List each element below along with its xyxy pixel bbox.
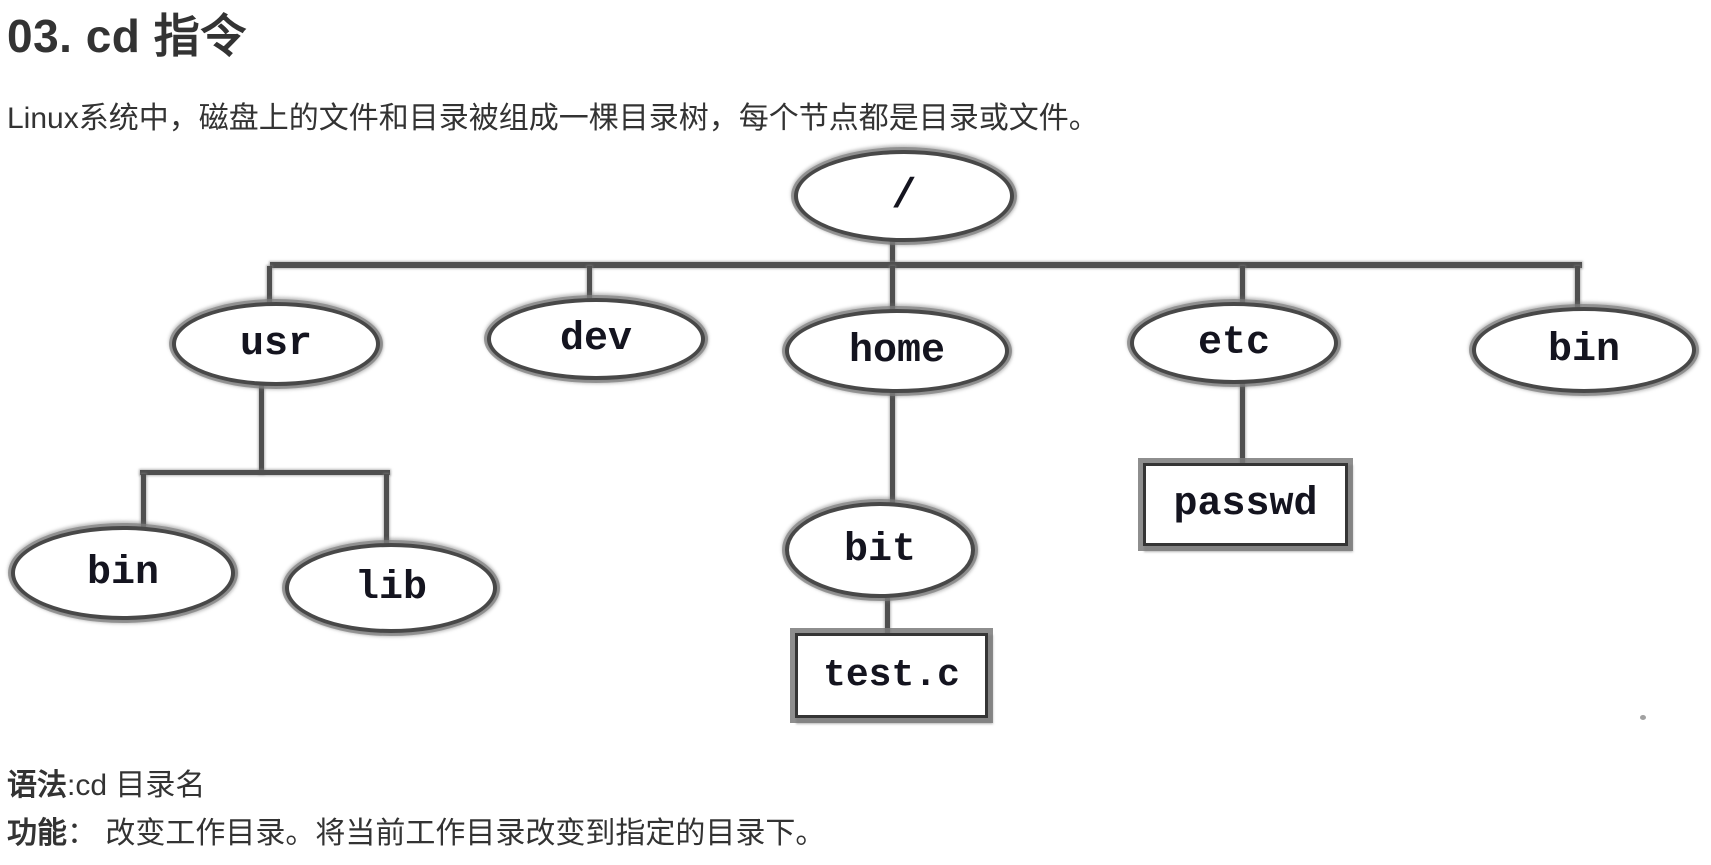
tree-node-home-label: home — [848, 328, 945, 374]
tree-node-lib: lib — [285, 543, 497, 633]
tree-node-bin-under-usr: bin — [11, 526, 235, 620]
connector-drop-usr-lib — [384, 474, 389, 546]
tree-node-passwd-label: passwd — [1173, 482, 1318, 527]
tree-node-dev-label: dev — [559, 316, 632, 362]
connector-home-bit — [890, 382, 895, 504]
connector-drop-usr-bin — [141, 474, 146, 529]
tree-node-bit: bit — [785, 502, 975, 598]
tree-node-lib-label: lib — [354, 565, 427, 611]
syntax-text: :cd 目录名 — [67, 769, 206, 802]
syntax-label: 语法 — [7, 769, 67, 802]
function-text: ： 改变工作目录。将当前工作目录改变到指定的目录下。 — [67, 817, 826, 850]
tree-node-passwd: passwd — [1143, 463, 1348, 546]
connector-main-rail — [270, 262, 1582, 268]
tree-node-home: home — [785, 309, 1009, 393]
tree-node-testc-label: test.c — [823, 654, 960, 697]
connector-drop-usr — [267, 266, 272, 306]
page-title: 03. cd 指令 — [7, 10, 247, 62]
tree-node-usr-label: usr — [239, 321, 312, 367]
function-label: 功能 — [7, 817, 67, 850]
connector-root-stem — [890, 230, 895, 266]
connector-bit-testc — [885, 588, 890, 636]
connector-drop-etc — [1240, 266, 1245, 306]
tree-node-root: / — [794, 150, 1014, 242]
function-line: 功能： 改变工作目录。将当前工作目录改变到指定的目录下。 — [7, 808, 825, 852]
intro-paragraph: Linux系统中，磁盘上的文件和目录被组成一棵目录树，每个节点都是目录或文件。 — [7, 102, 1099, 135]
connector-usr-stem — [259, 374, 264, 474]
tree-node-usr: usr — [172, 302, 380, 386]
tree-node-bit-label: bit — [843, 527, 916, 573]
tree-node-bin-right: bin — [1472, 307, 1696, 393]
scan-artifact-dot — [1640, 715, 1646, 720]
syntax-line: 语法:cd 目录名 — [7, 760, 205, 804]
tree-node-etc: etc — [1130, 302, 1338, 384]
tree-node-bin-under-usr-label: bin — [86, 550, 159, 596]
tree-node-dev: dev — [487, 298, 705, 380]
connector-drop-dev — [587, 266, 592, 302]
tree-node-etc-label: etc — [1197, 320, 1270, 366]
tree-node-root-label: / — [891, 172, 917, 220]
connector-drop-bin — [1575, 266, 1580, 311]
tree-node-bin-right-label: bin — [1547, 327, 1620, 373]
tree-node-testc: test.c — [795, 633, 988, 718]
connector-drop-home — [890, 266, 895, 313]
connector-etc-passwd — [1240, 374, 1245, 466]
connector-usr-rail — [140, 470, 390, 475]
directory-tree-diagram: / usr dev home etc bin bin lib bit test.… — [0, 140, 1711, 720]
